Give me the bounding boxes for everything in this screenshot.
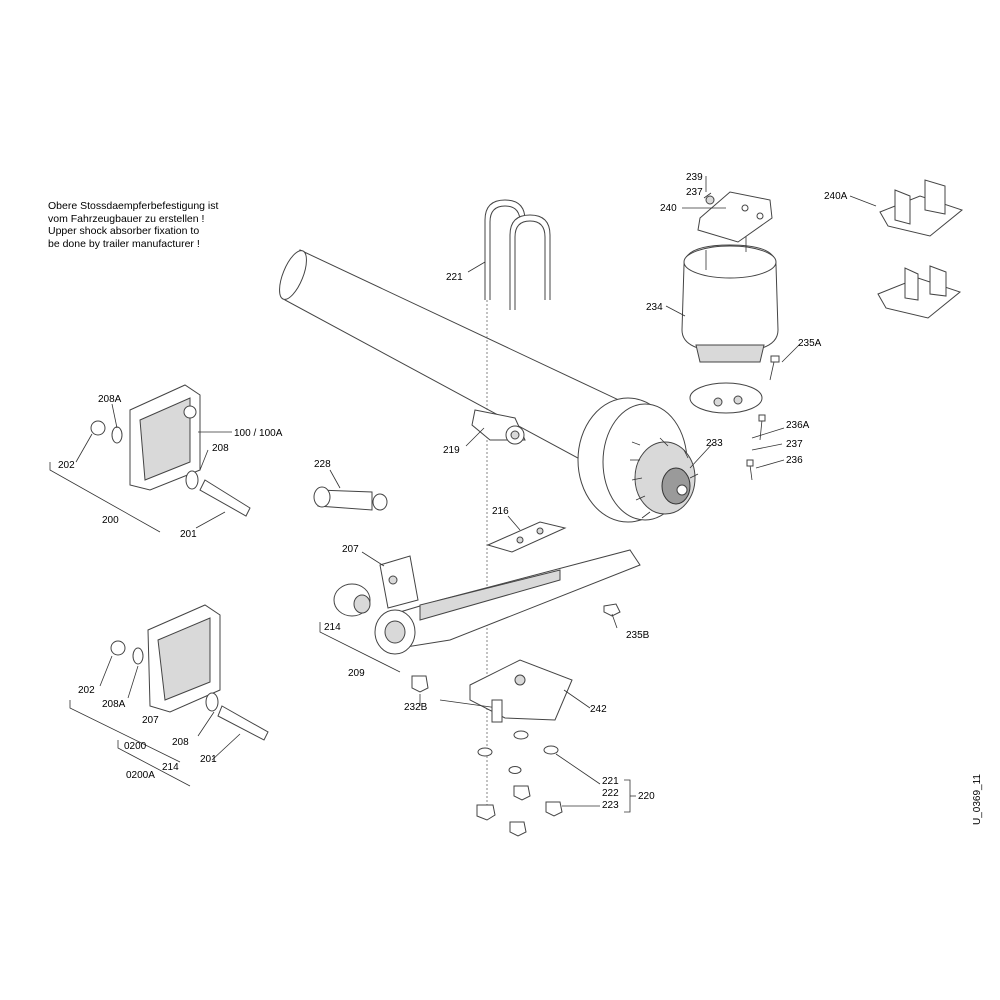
bolt-235A <box>769 355 780 381</box>
label-202: 202 <box>78 685 95 696</box>
bush-214 <box>333 583 371 617</box>
label-239: 239 <box>686 172 703 183</box>
label-216: 216 <box>492 506 509 517</box>
label-0200A: 0200A <box>126 770 155 781</box>
spring-seat <box>471 409 526 445</box>
label-236A: 236A <box>786 420 810 431</box>
label-221: 221 <box>602 776 619 787</box>
label-232B: 232B <box>404 702 428 713</box>
label-236: 236 <box>786 455 803 466</box>
label-214: 214 <box>324 622 341 633</box>
leader-lines <box>49 176 877 813</box>
brake-drum-hub <box>577 397 699 523</box>
axle-seat-plate <box>439 659 573 723</box>
label-223: 223 <box>602 800 619 811</box>
label-0200: 0200 <box>124 741 147 752</box>
label-237: 237 <box>686 187 703 198</box>
note-line: Obere Stossdaempferbefestigung ist <box>48 200 219 212</box>
label-242: 242 <box>590 704 607 715</box>
label-208: 208 <box>172 737 189 748</box>
label-237: 237 <box>786 439 803 450</box>
label-234: 234 <box>646 302 663 313</box>
manufacturer-note: Obere Stossdaempferbefestigung ist vom F… <box>48 200 218 250</box>
air-spring-top-plate <box>697 191 773 243</box>
label-240A: 240A <box>824 191 848 202</box>
label-222: 222 <box>602 788 619 799</box>
mounting-bracket-240A <box>879 179 964 237</box>
nut-235B <box>603 603 621 617</box>
arm-bracket-207 <box>379 555 419 609</box>
shock-absorber <box>313 486 388 511</box>
u-bolts <box>484 199 551 310</box>
label-233: 233 <box>706 438 723 449</box>
label-201: 201 <box>200 754 217 765</box>
label-235A: 235A <box>798 338 822 349</box>
hanger-bracket-lower <box>110 604 269 741</box>
nut-232B <box>411 675 429 693</box>
label-201: 201 <box>180 529 197 540</box>
label-100-100A: 100 / 100A <box>234 428 283 439</box>
nuts-washers-set <box>476 730 563 837</box>
label-240: 240 <box>660 203 677 214</box>
wear-plate <box>486 521 567 553</box>
label-208A: 208A <box>98 394 122 405</box>
drawing-reference: U_0369_11 <box>972 774 983 825</box>
label-221: 221 <box>446 272 463 283</box>
label-214: 214 <box>162 762 179 773</box>
label-207: 207 <box>142 715 159 726</box>
mounting-bracket-240A-alt <box>877 265 962 319</box>
label-219: 219 <box>443 445 460 456</box>
note-line: Upper shock absorber fixation to <box>48 225 200 237</box>
label-200: 200 <box>102 515 119 526</box>
part-labels: 239 237 240 240A 221 234 235A 208A 100 /… <box>58 172 848 811</box>
label-220: 220 <box>638 791 655 802</box>
note-line: be done by trailer manufacturer ! <box>48 237 200 250</box>
label-209: 209 <box>348 668 365 679</box>
label-202: 202 <box>58 460 75 471</box>
label-208: 208 <box>212 443 229 454</box>
label-208A: 208A <box>102 699 126 710</box>
note-line: vom Fahrzeugbauer zu erstellen ! <box>48 212 205 225</box>
hanger-bracket-upper <box>90 384 251 517</box>
trailing-arm <box>374 549 641 655</box>
air-spring-lower-plate <box>689 382 763 414</box>
label-207: 207 <box>342 544 359 555</box>
bolt-236 <box>746 459 754 481</box>
bolt-236A <box>758 414 766 441</box>
axle-beam <box>279 249 641 471</box>
label-235B: 235B <box>626 630 650 641</box>
label-228: 228 <box>314 459 331 470</box>
air-spring-bellows <box>681 236 779 363</box>
